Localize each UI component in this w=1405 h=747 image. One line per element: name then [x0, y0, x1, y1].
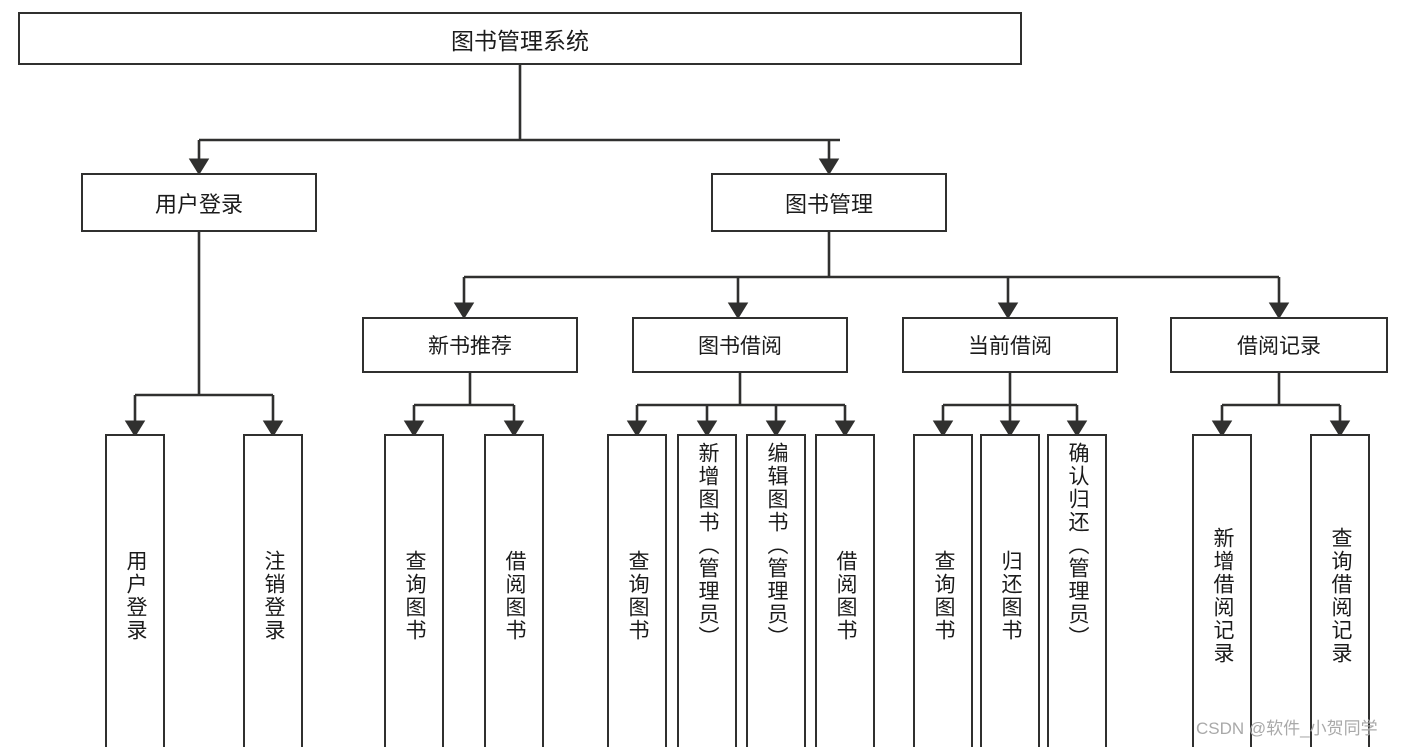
node-label: 图书管理系统	[451, 27, 589, 54]
node-label: 查询图书	[403, 549, 427, 642]
node-label: 借阅图书	[503, 549, 527, 642]
leaf-borrow-record-add-record[interactable]: 新增借阅记录	[1192, 434, 1252, 747]
leaf-book-borrow-add-book-admin[interactable]: 新增图书（管理员）	[677, 434, 737, 747]
leaf-user-login-login[interactable]: 用户登录	[105, 434, 165, 747]
node-book-management[interactable]: 图书管理	[711, 173, 947, 232]
node-label: 注销登录	[262, 549, 286, 642]
leaf-new-book-borrow-book[interactable]: 借阅图书	[484, 434, 544, 747]
csdn-watermark: CSDN @软件_小贺同学	[1196, 719, 1378, 738]
node-user-login[interactable]: 用户登录	[81, 173, 317, 232]
node-label: 借阅记录	[1237, 335, 1321, 358]
node-current-borrow[interactable]: 当前借阅	[902, 317, 1118, 373]
node-label: 用户登录	[124, 549, 148, 642]
node-label: 借阅图书	[834, 549, 858, 642]
leaf-current-borrow-confirm-return-admin[interactable]: 确认归还（管理员）	[1047, 434, 1107, 747]
node-label: 查询图书	[932, 549, 956, 642]
node-label: 查询借阅记录	[1329, 526, 1353, 665]
node-label: 查询图书	[626, 549, 650, 642]
node-label: 归还图书	[999, 549, 1023, 642]
node-book-borrow[interactable]: 图书借阅	[632, 317, 848, 373]
leaf-borrow-record-query-record[interactable]: 查询借阅记录	[1310, 434, 1370, 747]
node-label: 图书管理	[784, 191, 873, 217]
node-label: 用户登录	[154, 191, 243, 217]
node-label: 新增图书（管理员）	[696, 442, 720, 649]
node-root-book-management-system[interactable]: 图书管理系统	[18, 12, 1022, 65]
node-label: 新增借阅记录	[1211, 526, 1235, 665]
leaf-new-book-query-book[interactable]: 查询图书	[384, 434, 444, 747]
node-borrow-record[interactable]: 借阅记录	[1170, 317, 1388, 373]
node-label: 图书借阅	[698, 335, 782, 358]
node-label: 编辑图书（管理员）	[765, 442, 789, 649]
leaf-book-borrow-borrow-book[interactable]: 借阅图书	[815, 434, 875, 747]
node-label: 确认归还（管理员）	[1066, 442, 1090, 649]
leaf-book-borrow-edit-book-admin[interactable]: 编辑图书（管理员）	[746, 434, 806, 747]
node-label: 当前借阅	[968, 335, 1052, 358]
node-label: 新书推荐	[428, 335, 512, 358]
leaf-user-login-logout[interactable]: 注销登录	[243, 434, 303, 747]
leaf-current-borrow-return-book[interactable]: 归还图书	[980, 434, 1040, 747]
node-new-book-recommend[interactable]: 新书推荐	[362, 317, 578, 373]
leaf-current-borrow-query-book[interactable]: 查询图书	[913, 434, 973, 747]
leaf-book-borrow-query-book[interactable]: 查询图书	[607, 434, 667, 747]
